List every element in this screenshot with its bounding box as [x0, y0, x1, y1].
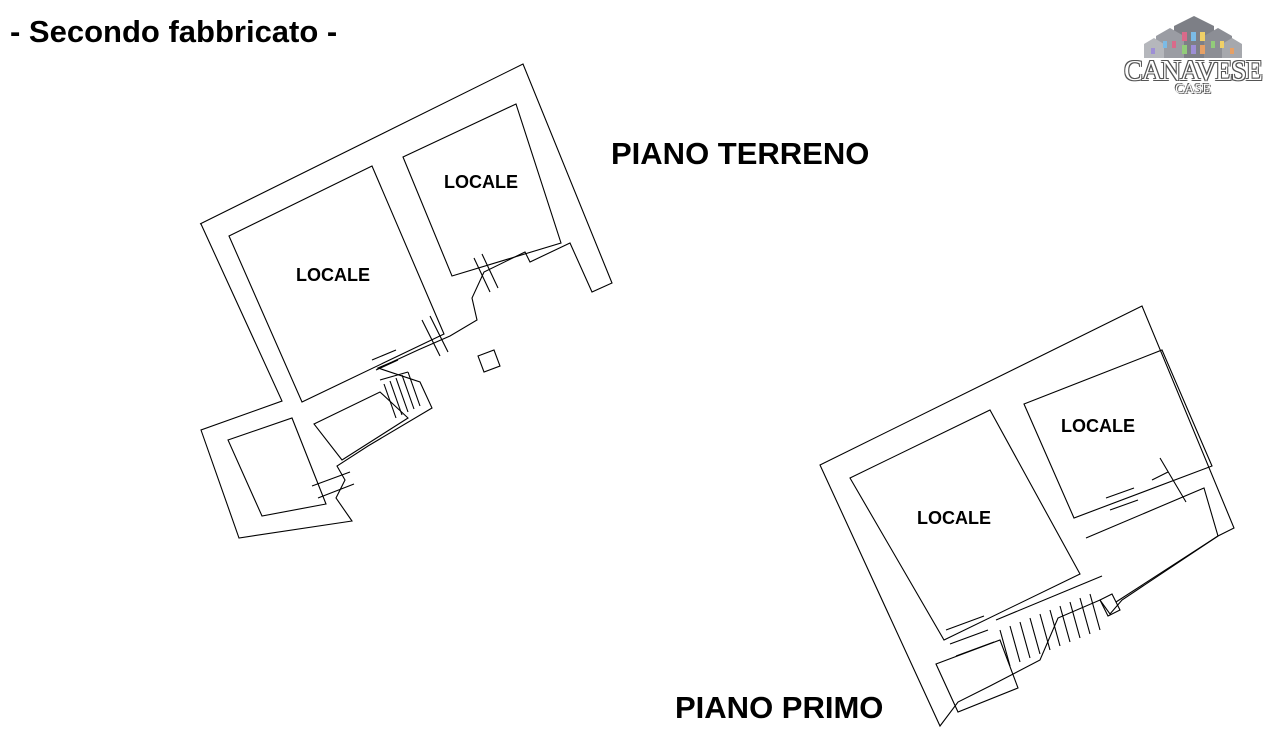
logo-subtitle: CASE [1175, 82, 1211, 97]
plan-piano-terreno [199, 63, 613, 539]
heading-piano-terreno: PIANO TERRENO [611, 136, 870, 171]
logo-name: CANAVESE [1124, 56, 1263, 87]
room-label-terreno-2: LOCALE [444, 172, 518, 192]
plan-piano-primo [819, 305, 1235, 728]
canavese-case-logo: CANAVESE CASE [1118, 14, 1268, 100]
page-title: - Secondo fabbricato - [10, 14, 338, 49]
room-label-primo-2: LOCALE [1061, 416, 1135, 436]
heading-piano-primo: PIANO PRIMO [675, 690, 884, 725]
room-label-primo-1: LOCALE [917, 508, 991, 528]
houses-logo-icon [1144, 16, 1242, 58]
room-label-terreno-1: LOCALE [296, 265, 370, 285]
